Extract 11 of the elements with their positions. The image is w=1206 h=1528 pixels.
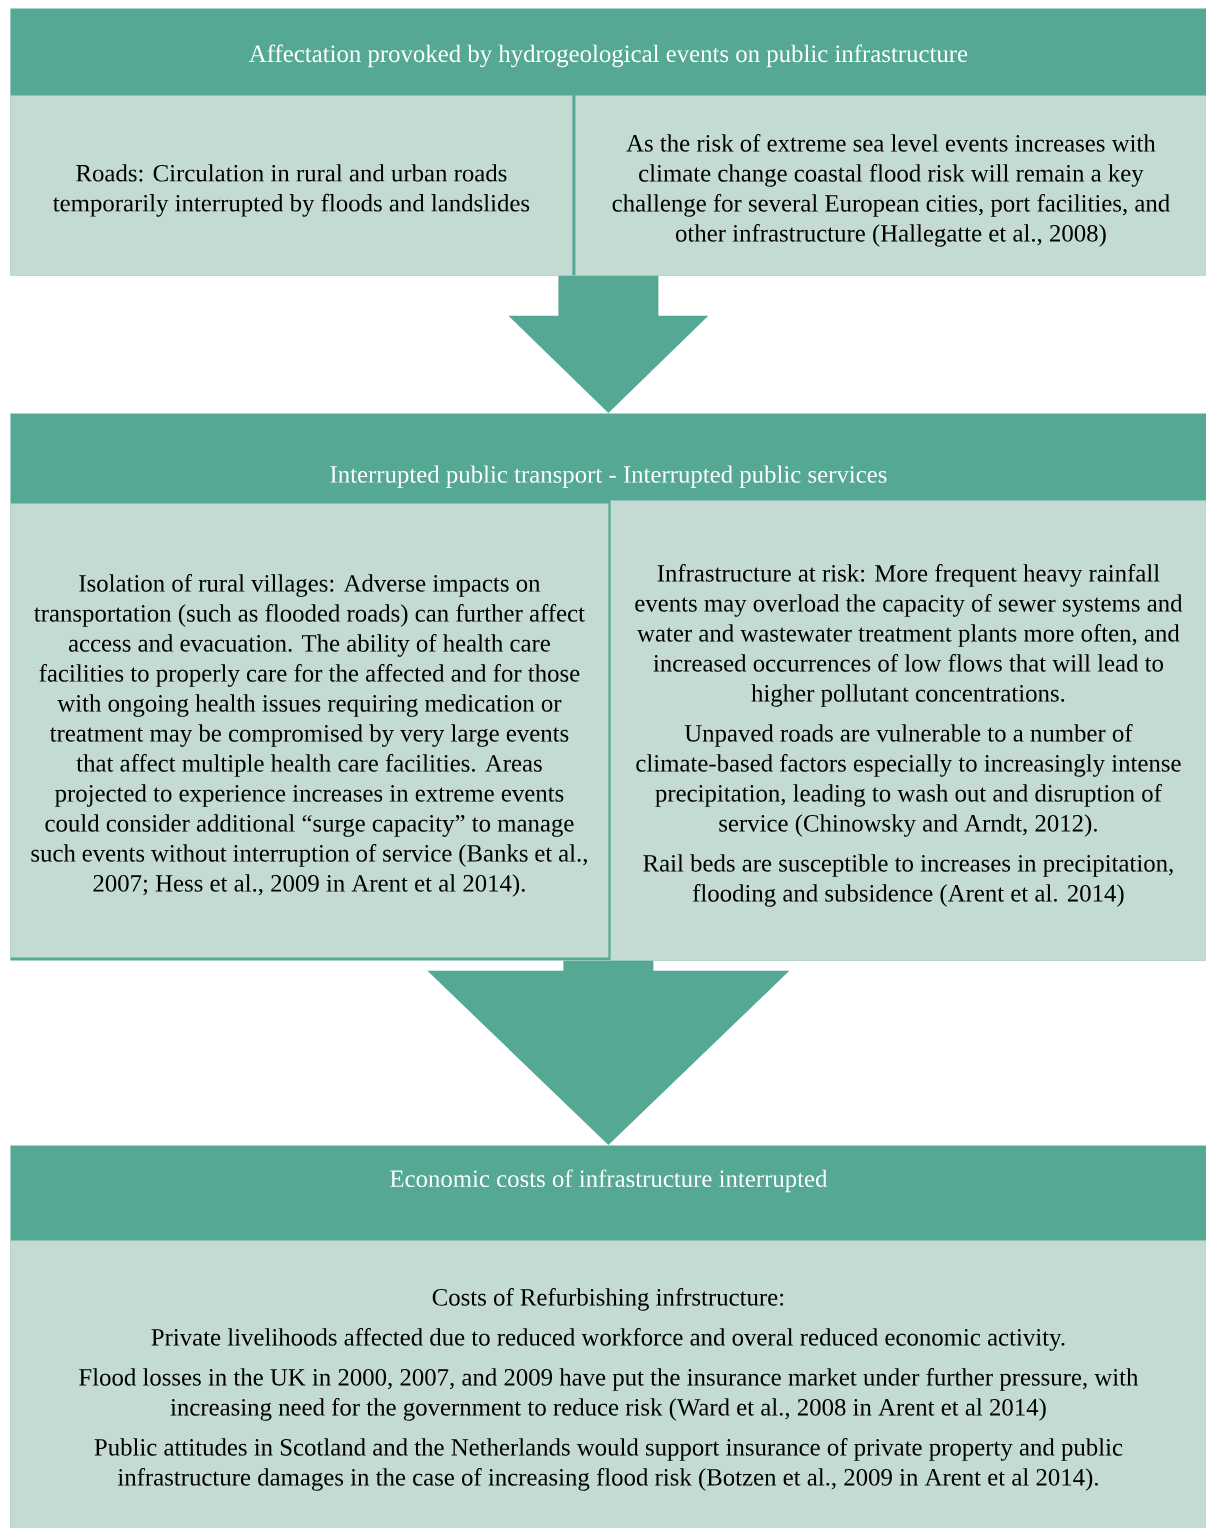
text-box: As the risk of extreme sea level events increases with climate change coastal flood risk will remain a key challenge for several European cities, port facilities, and other infrastructure (Hallegatte et al., 2008): [575, 95, 1206, 276]
text-box: Isolation of rural villages: Adverse impacts on transportation (such as flooded roads) can further affect access and evacuation. The ability of health care facilities to properly care for the affected and for those with ongoing health issues requiring medication or treatment may be compromised by very large events that affect multiple health care facilities. Areas projected to experience increases in extreme events could consider additional “surge capacity” to manage such events without interruption of service (Banks et al., 2007; Hess et al., 2009 in Arent et al 2014).: [10, 503, 609, 958]
block-arrow: [427, 960, 790, 1145]
node-label: Isolation of rural villages: Adverse impacts on transportation (such as flooded roads) can further affect access and evacuation. The ability of health care facilities to properly care for the affected and for those with ongoing health issues requiring medication or treatment may be compromised by very large events that affect multiple health care facilities. Areas projected to experience increases in extreme events could consider additional “surge capacity” to manage such events without interruption of service (Banks et al., 2007; Hess et al., 2009 in Arent et al 2014).: [31, 574, 587, 897]
block-arrow: [508, 275, 709, 413]
node-label: Infrastructure at risk: More frequent heavy rainfall events may overload the capacity of sewer systems and water and wastewater treatment plants more often, and increased occurrences of low flows that will lead to higher pollutant concentrations.: [635, 564, 1183, 707]
node-label: Rail beds are susceptible to increases in precipitation, flooding and subsidence (Arent et al. 2014): [643, 854, 1173, 907]
text-box: Infrastructure at risk: More frequent heavy rainfall events may overload the capacity of sewer systems and water and wastewater treatment plants more often, and increased occurrences of low flows that will lead to higher pollutant concentrations. Unpaved roads are vulnerable to a number of climate-based factors especially to increasingly intense precipitation, leading to wash out and disruption of service (Chinowsky and Arndt, 2012). Rail beds are susceptible to increases in precipitation, flooding and subsidence (Arent et al. 2014): [610, 500, 1206, 961]
text-box: Costs of Refurbishing infrstructure: Private livelihoods affected due to reduced workforce and overal reduced economic activity. Flood losses in the UK in 2000, 2007, and 2009 have put the insurance market under further pressure, with increasing need for the government to reduce risk (Ward et al., 2008 in Arent et al 2014) Public attitudes in Scotland and the Netherlands would support insurance of private property and public infrastructure damages in the case of increasing flood risk (Botzen et al., 2009 in Arent et al 2014).: [10, 1240, 1206, 1528]
node-label: Unpaved roads are vulnerable to a number of climate-based factors especially to increasingly intense precipitation, leading to wash out and disruption of service (Chinowsky and Arndt, 2012).: [636, 724, 1181, 837]
text-box: Roads: Circulation in rural and urban roads temporarily interrupted by floods and landslides: [10, 95, 573, 276]
